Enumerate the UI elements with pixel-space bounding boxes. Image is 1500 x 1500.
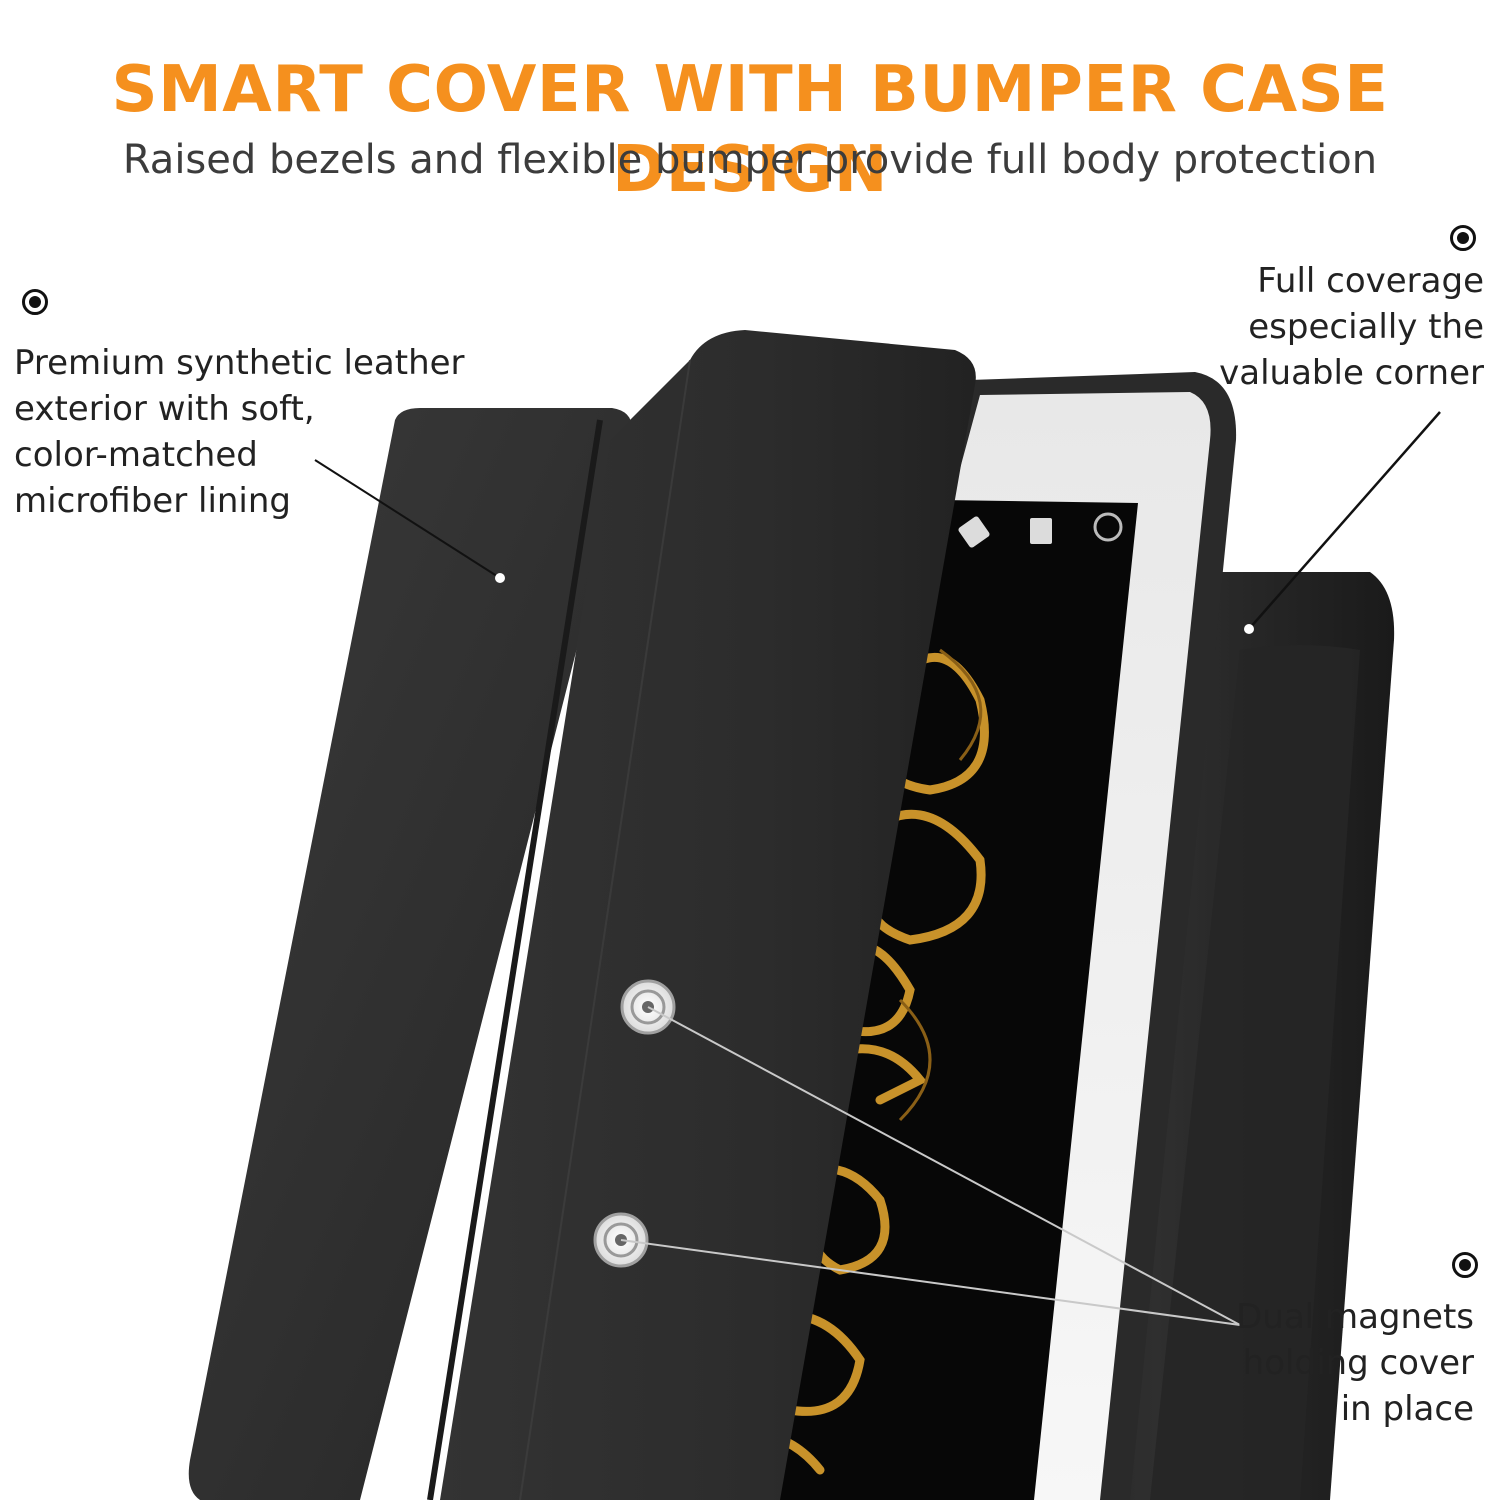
callout-line: in place [1340,1389,1474,1429]
callout-line: Full coverage [1257,261,1484,301]
screen-toolbar [958,512,1123,548]
callout-line: Premium synthetic leather [14,343,465,383]
callout-line: valuable corner [1219,353,1484,393]
callout-line: Dual magnets [1236,1297,1474,1337]
page-subtitle: Raised bezels and flexible bumper provid… [122,137,1378,183]
leader-line [620,1006,1241,1326]
callout-line: holding cover [1242,1343,1474,1383]
leader-line [314,459,505,583]
callout-line: especially the [1248,307,1484,347]
bullet-ring-icon [22,289,48,315]
bullet-ring-icon [1452,1252,1478,1278]
leader-line [1244,411,1441,634]
callout-line: color-matched [14,435,258,475]
page-title: SMART COVER WITH BUMPER CASE DESIGN [111,53,1389,207]
callout-line: microfiber lining [14,481,292,521]
callout-coverage: Full coverage especially the valuable co… [1219,258,1484,396]
callout-magnets: Dual magnets holding cover in place [1236,1294,1474,1432]
callout-line: exterior with soft, [14,389,315,429]
callout-leather: Premium synthetic leather exterior with … [14,340,465,524]
bullet-ring-icon [1450,225,1476,251]
